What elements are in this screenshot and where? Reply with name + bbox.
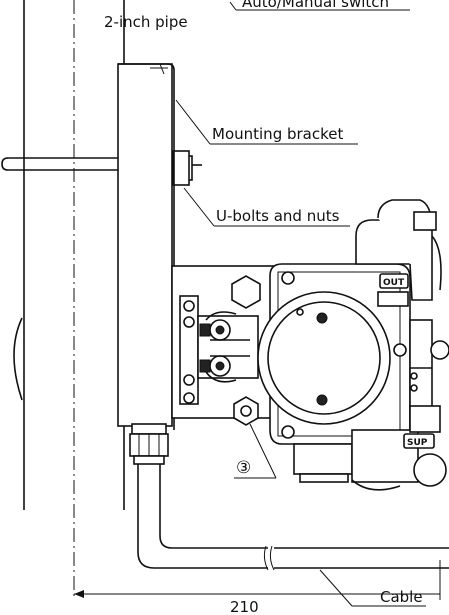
auto-manual-switch-label: Auto/Manual switch — [242, 0, 389, 11]
cable — [137, 464, 449, 571]
port-out-label: OUT — [383, 278, 405, 288]
cable-label: Cable — [380, 588, 423, 606]
positioner-body — [257, 199, 449, 491]
callout-3-label: ③ — [236, 458, 251, 478]
adapter-block — [171, 265, 277, 426]
mounting-bracket — [117, 63, 175, 430]
port-sup-label: SUP — [407, 438, 428, 448]
cable-gland — [129, 423, 169, 465]
dimension-line — [74, 560, 441, 600]
mounting-bracket-label: Mounting bracket — [212, 125, 343, 143]
dimension-label: 210 — [230, 598, 259, 615]
pipe-label: 2-inch pipe — [104, 13, 188, 31]
u-bolts-label: U-bolts and nuts — [216, 207, 340, 225]
leader-lines — [175, 1, 426, 607]
pipe — [13, 0, 125, 600]
u-bolt — [1, 150, 202, 186]
